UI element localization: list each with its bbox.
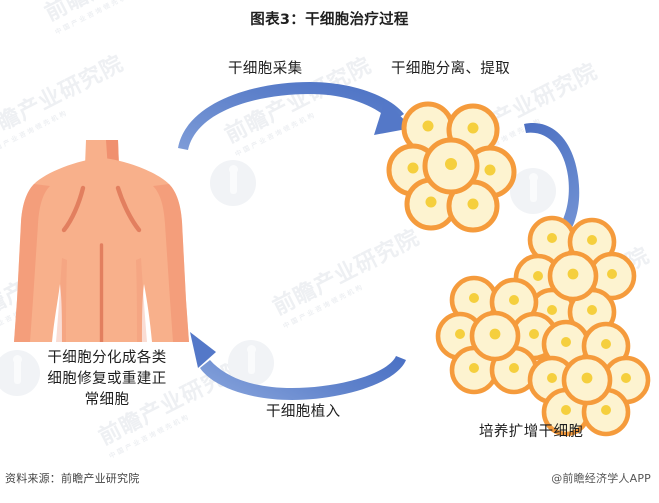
step-label-implant: 干细胞植入	[266, 404, 341, 420]
arrow-collect-icon	[178, 82, 412, 150]
step-label-separate: 干细胞分离、提取	[391, 61, 511, 77]
step-label-differentiate-line-1: 干细胞分化成各类	[47, 350, 167, 366]
cell	[547, 250, 599, 302]
step-label-collect: 干细胞采集	[228, 61, 303, 77]
cell-subcluster	[435, 275, 559, 395]
cell	[469, 310, 521, 362]
stem-cell-cluster	[386, 101, 517, 233]
step-label-differentiate: 干细胞分化成各类 细胞修复或重建正 常细胞	[16, 348, 198, 411]
human-body-illustration	[14, 140, 189, 342]
source-note: 资料来源：前瞻产业研究院	[5, 472, 140, 485]
step-label-differentiate-line-2: 细胞修复或重建正	[47, 371, 167, 387]
page-title: 图表3：干细胞治疗过程	[250, 12, 409, 28]
expanded-cell-cluster	[435, 215, 651, 437]
attribution-note: @前瞻经济学人APP	[551, 472, 651, 485]
cell-subcluster	[513, 215, 637, 337]
cell	[561, 354, 613, 406]
cell-subcluster	[527, 319, 651, 437]
step-label-expand: 培养扩增干细胞	[479, 424, 584, 440]
arrow-implant-icon	[190, 332, 406, 400]
cell	[422, 137, 480, 195]
step-label-differentiate-line-3: 常细胞	[84, 392, 130, 408]
